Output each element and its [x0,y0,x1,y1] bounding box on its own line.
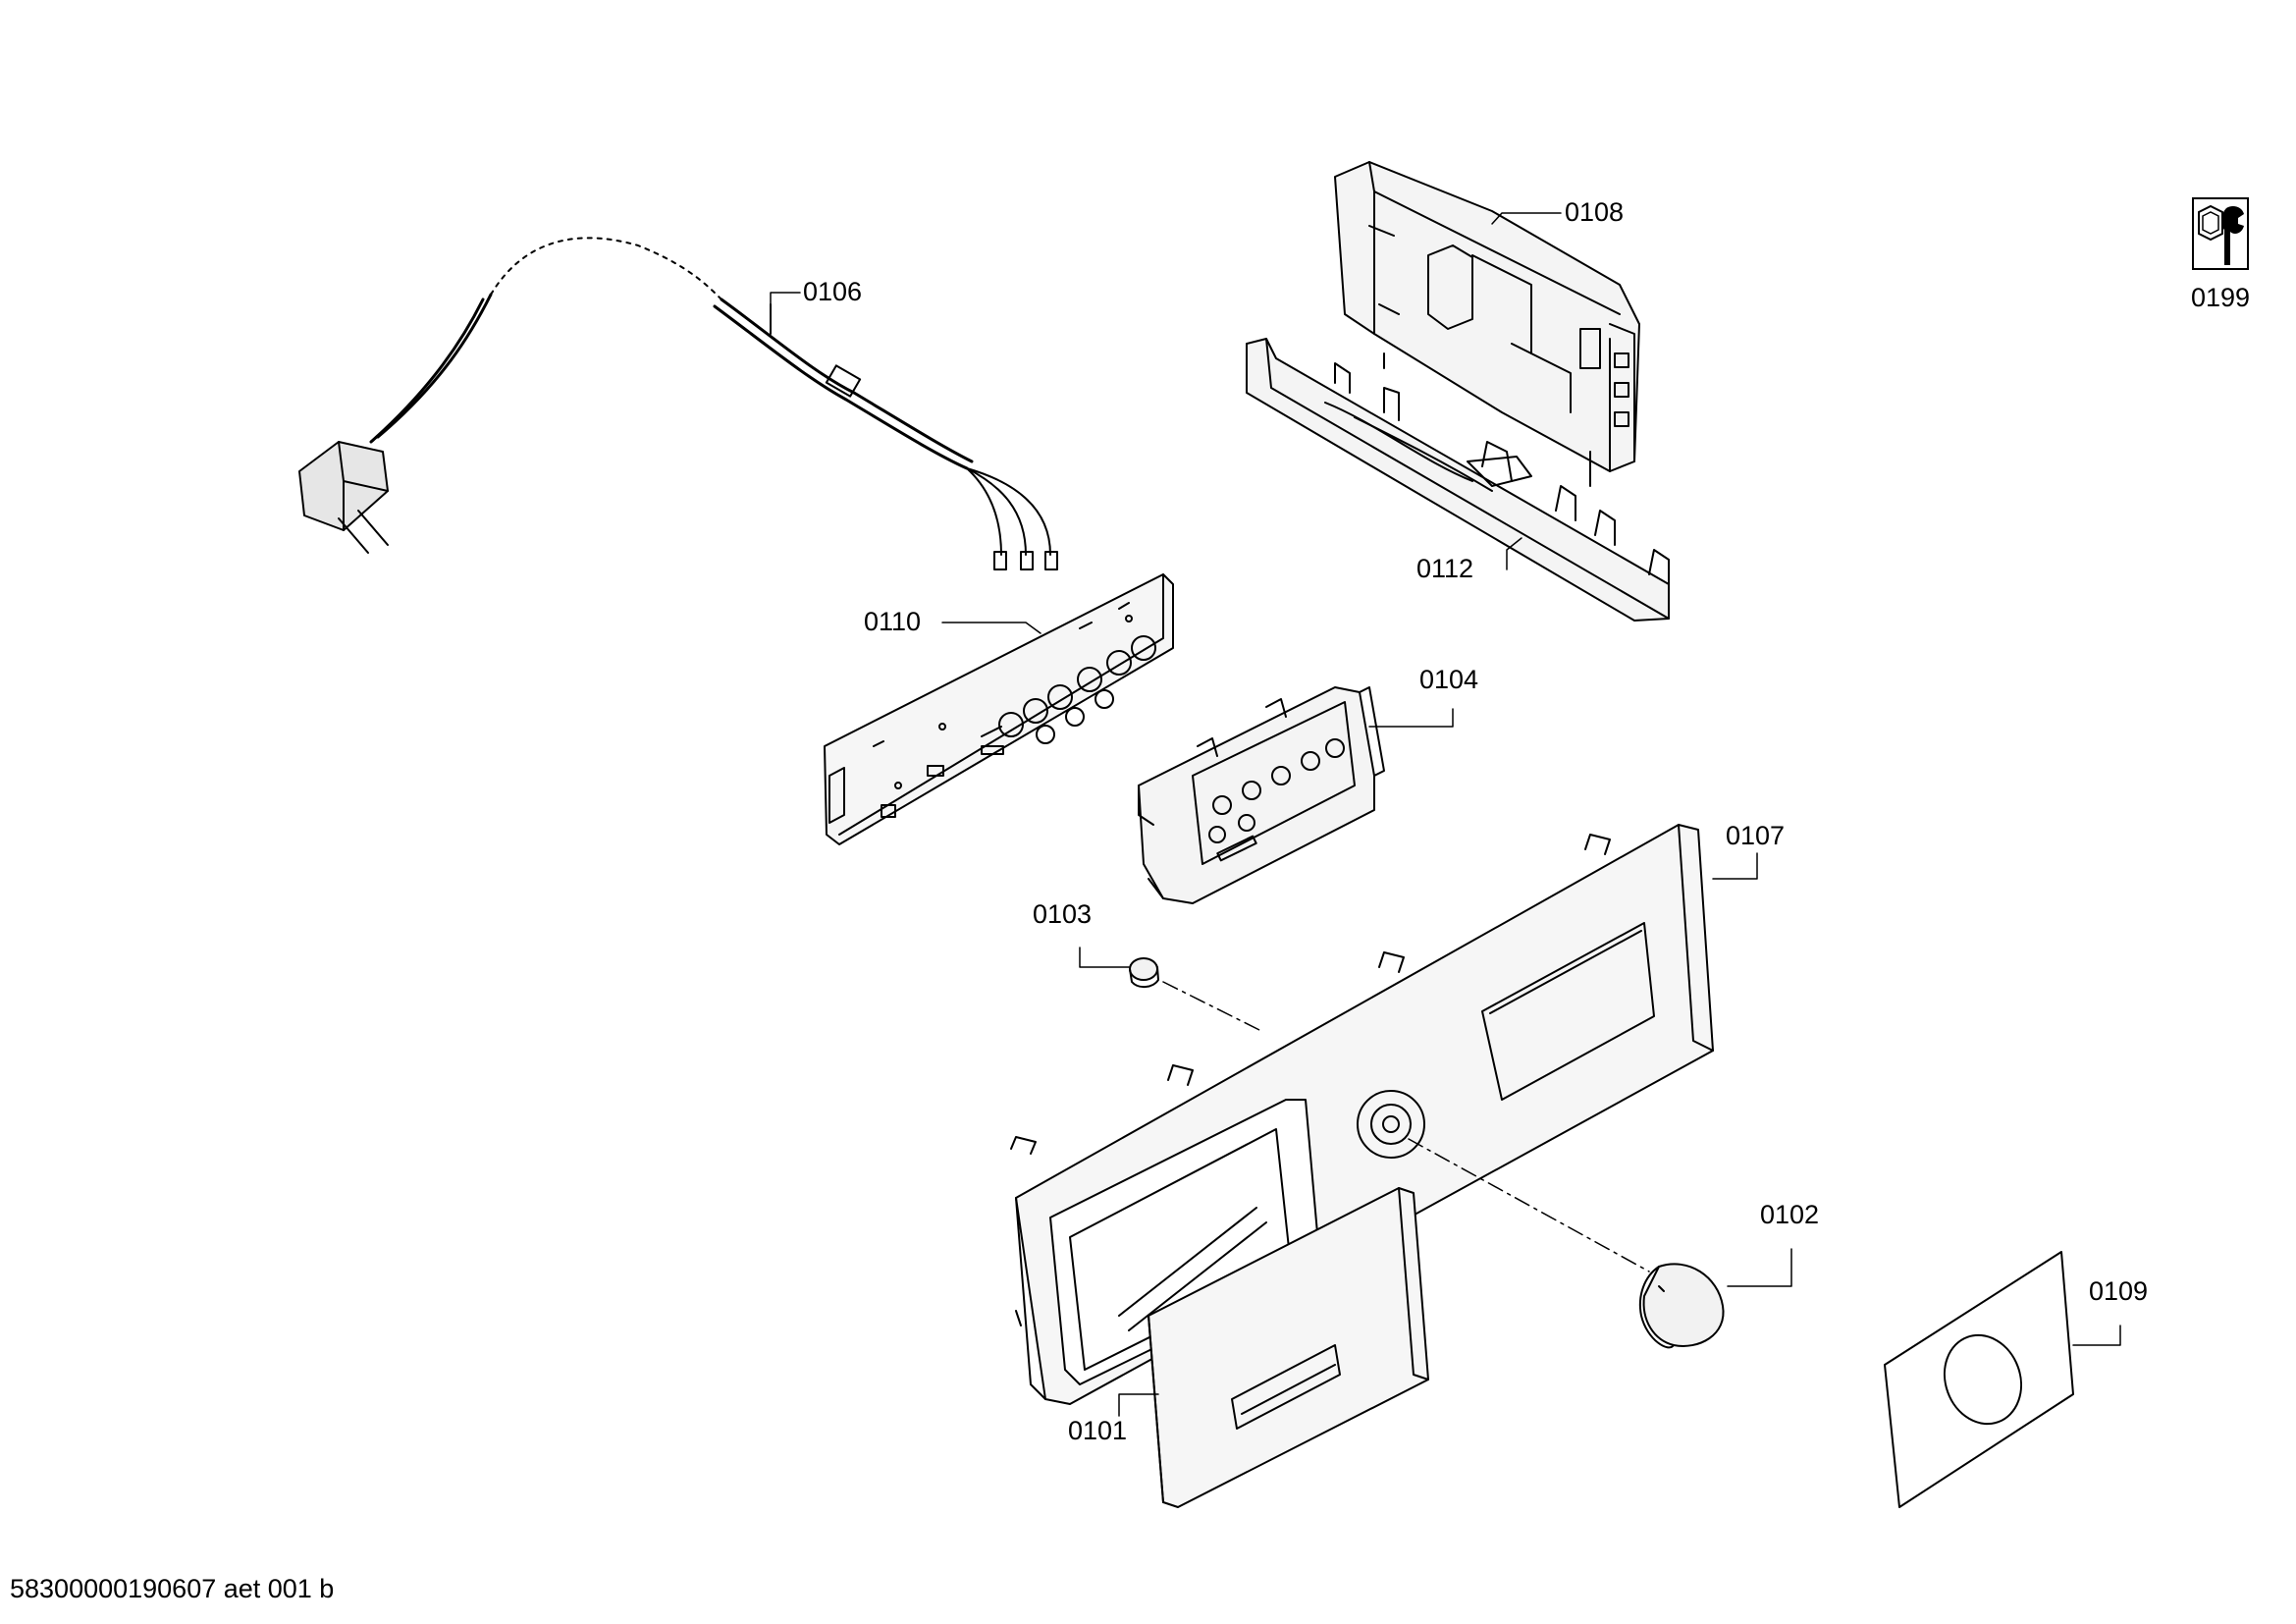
frame-bracket-part[interactable] [1246,338,1670,622]
wrench-nut-icon[interactable] [2191,196,2250,271]
dispenser-drawer-part[interactable] [1148,1187,1429,1508]
part-label-0104[interactable]: 0104 [1419,665,1479,694]
control-module-part[interactable] [1334,161,1640,487]
document-code: 58300000190607 aet 001 b [10,1574,335,1603]
part-label-0109[interactable]: 0109 [2089,1276,2149,1306]
power-cable-part[interactable] [298,237,1058,570]
part-label-0106[interactable]: 0106 [803,277,863,306]
decor-sheet-part[interactable] [1884,1251,2074,1508]
part-label-0103[interactable]: 0103 [1033,899,1093,929]
part-label-0199[interactable]: 0199 [2191,283,2251,312]
part-label-0112[interactable]: 0112 [1416,554,1474,583]
part-label-0107[interactable]: 0107 [1726,821,1786,850]
circuit-board-part[interactable] [824,573,1174,845]
part-label-0108[interactable]: 0108 [1565,197,1625,227]
leader-lines [770,212,2121,1417]
knob-part[interactable] [1639,1263,1725,1349]
part-label-0102[interactable]: 0102 [1760,1200,1820,1229]
button-carrier-part[interactable] [1138,686,1385,904]
alignment-lines [1162,981,1650,1272]
part-label-0110[interactable]: 0110 [864,607,922,636]
control-panel-part[interactable] [1010,824,1714,1405]
part-label-0101[interactable]: 0101 [1068,1416,1128,1445]
small-button-part[interactable] [1129,957,1159,988]
